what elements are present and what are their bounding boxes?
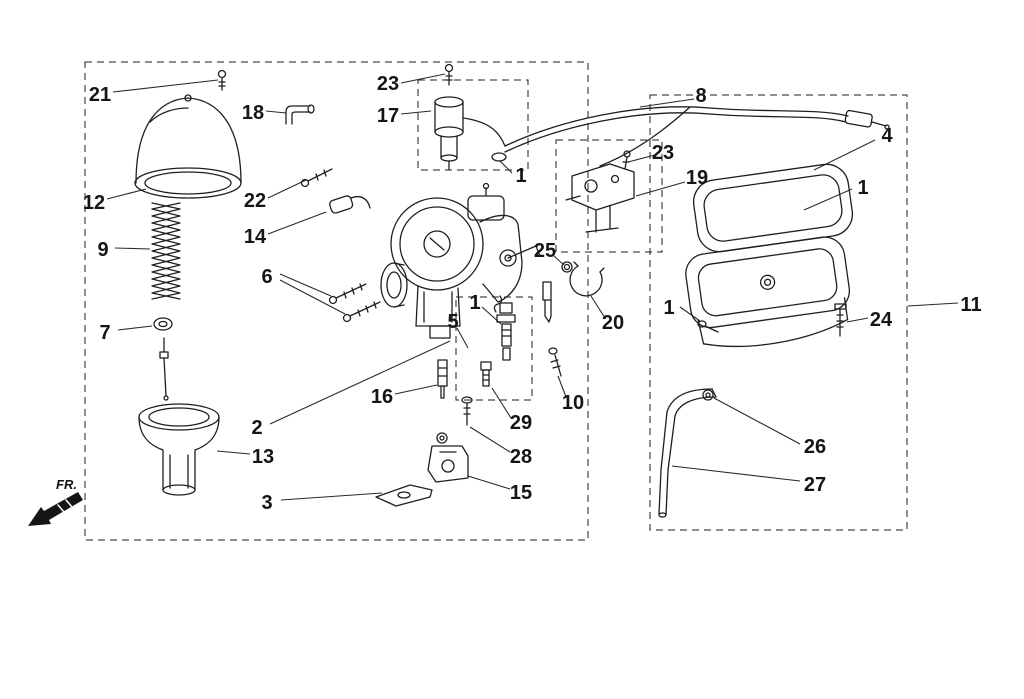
part-label-10: 10 — [561, 392, 585, 414]
part-label-28: 28 — [509, 446, 533, 468]
float-valve-19 — [565, 163, 635, 233]
vacuum-piston-13 — [138, 403, 220, 496]
tube-18 — [285, 104, 315, 125]
part-label-26: 26 — [803, 436, 827, 458]
part-label-2: 2 — [251, 417, 263, 439]
bracket-15 — [427, 432, 469, 483]
part-label-13: 13 — [251, 446, 275, 468]
part-label-16: 16 — [370, 386, 394, 408]
part-label-29: 29 — [509, 412, 533, 434]
part-label-6: 6 — [261, 266, 273, 288]
part-label-21: 21 — [88, 84, 112, 106]
throttle-cable-8 — [462, 106, 890, 167]
fr-direction-marker: FR. — [28, 477, 83, 526]
part-label-1-d: 1 — [469, 292, 481, 314]
solenoid-17 — [434, 96, 464, 171]
leader-lines — [106, 73, 959, 501]
jet-stack — [496, 302, 516, 361]
carburetor-body — [380, 182, 541, 339]
screw-23-top — [444, 63, 454, 86]
part-label-1-a: 1 — [515, 165, 527, 187]
float-needle — [542, 281, 552, 323]
spring-9 — [151, 202, 181, 300]
part-label-24: 24 — [869, 309, 893, 331]
group-boxes — [84, 61, 908, 541]
part-label-1-b: 1 — [857, 177, 869, 199]
part-label-3: 3 — [261, 492, 273, 514]
part-label-8: 8 — [695, 85, 707, 107]
part-label-15: 15 — [509, 482, 533, 504]
o-ring-25 — [561, 261, 573, 273]
bracket-3 — [375, 484, 433, 507]
screw-23-right — [622, 150, 631, 170]
part-label-17: 17 — [376, 105, 400, 127]
main-jet-29 — [480, 361, 492, 387]
diaphragm-cover — [134, 94, 242, 199]
part-label-12: 12 — [82, 192, 106, 214]
part-label-14: 14 — [243, 226, 267, 248]
part-label-23-b: 23 — [651, 142, 675, 164]
jet-needle-2 — [159, 337, 169, 401]
part-label-25: 25 — [533, 240, 557, 262]
part-label-11: 11 — [960, 294, 982, 316]
washer-7 — [153, 317, 173, 331]
screw-1-bowl — [697, 320, 719, 333]
screw-22 — [300, 168, 333, 188]
part-label-19: 19 — [685, 167, 709, 189]
part-label-22: 22 — [243, 190, 267, 212]
screws-6 — [328, 283, 381, 323]
part-label-9: 9 — [97, 239, 109, 261]
sensor-14 — [329, 195, 371, 214]
fr-label: FR. — [56, 477, 77, 492]
part-label-18: 18 — [241, 102, 265, 124]
part-label-20: 20 — [601, 312, 625, 334]
bowl-gasket-1 — [692, 163, 854, 253]
screw-21 — [217, 69, 227, 91]
part-label-4: 4 — [881, 125, 893, 147]
screw-24 — [834, 303, 847, 337]
part-label-7: 7 — [99, 322, 111, 344]
part-label-27: 27 — [803, 474, 827, 496]
clip-20 — [569, 261, 605, 297]
part-label-5: 5 — [447, 311, 459, 333]
drain-tube-27 — [658, 388, 717, 518]
fitting-26 — [702, 389, 714, 401]
part-label-23-a: 23 — [376, 73, 400, 95]
float-bowl-4 — [685, 236, 851, 348]
screw-10 — [548, 347, 562, 377]
pilot-jet-28 — [461, 396, 473, 426]
diagram-art: FR. — [28, 63, 890, 526]
needle-jet-16 — [437, 359, 448, 399]
gasket-1-solenoid — [491, 152, 507, 162]
part-label-1-c: 1 — [663, 297, 675, 319]
